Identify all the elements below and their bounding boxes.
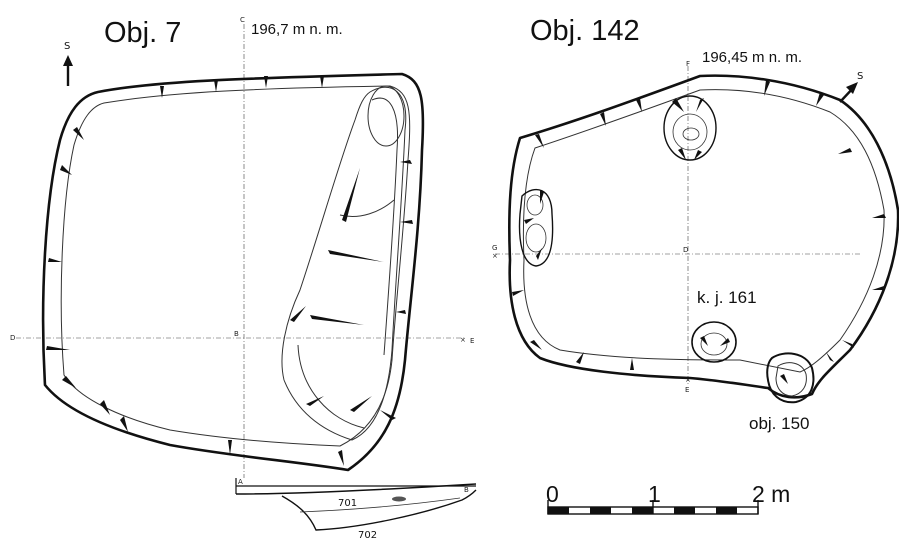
object-7-plan: Obj. 7 196,7 m n. m. S C D E B × xyxy=(10,16,477,539)
object-142-elevation: 196,45 m n. m. xyxy=(702,49,802,66)
object-7-north-arrow-icon: S xyxy=(63,41,73,86)
feature-k-j-161 xyxy=(691,321,737,363)
object-142-title: Obj. 142 xyxy=(530,15,640,47)
svg-text:×: × xyxy=(492,252,498,260)
object-142-axis-top-label: F xyxy=(686,60,690,68)
section-layer-701: 701 xyxy=(338,498,357,509)
section-layer-702: 702 xyxy=(358,530,377,539)
object-142-outline xyxy=(508,74,899,399)
object-7-floor-outline xyxy=(60,85,411,447)
scale-bar: 0 1 2 m xyxy=(546,481,790,515)
object-142-north-arrow-icon: S xyxy=(839,71,863,103)
object-7-channel-outline xyxy=(281,86,407,441)
object-7-elevation: 196,7 m n. m. xyxy=(251,21,343,38)
object-7-axis-right-label: E xyxy=(470,337,474,345)
object-7-post-hole xyxy=(367,85,405,147)
object-7-section-profile: A B 701 702 xyxy=(235,478,477,539)
object-7-title: Obj. 7 xyxy=(104,17,181,49)
object-7-hachures xyxy=(46,76,413,466)
object-142-north-label: S xyxy=(857,71,863,82)
feature-161-label: k. j. 161 xyxy=(697,288,757,307)
object-142-pit-top xyxy=(663,95,717,161)
object-142-axis-center-label: D xyxy=(683,246,688,254)
section-label-right: B xyxy=(464,486,469,494)
object-7-axis-top-label: C xyxy=(240,16,245,24)
object-7-outline xyxy=(41,72,425,472)
object-142-hachures xyxy=(512,80,886,384)
svg-text:×: × xyxy=(460,336,466,344)
object-142-plan: Obj. 142 196,45 m n. m. S F G D E × × xyxy=(492,15,899,433)
object-7-axis-center-label: B xyxy=(234,330,239,338)
object-142-axis-bottom-label: E xyxy=(685,386,689,394)
feature-150-label: obj. 150 xyxy=(749,414,810,433)
object-7-axis-left-label: D xyxy=(10,334,15,342)
scale-label-1: 1 xyxy=(648,481,661,507)
svg-text:×: × xyxy=(685,376,691,384)
section-label-left: A xyxy=(238,478,243,486)
feature-obj-150 xyxy=(766,352,815,404)
object-7-north-label: S xyxy=(64,41,70,52)
object-142-floor-outline xyxy=(522,89,885,373)
object-142-axis-left-label: G xyxy=(492,244,497,252)
scale-label-0: 0 xyxy=(546,481,559,507)
